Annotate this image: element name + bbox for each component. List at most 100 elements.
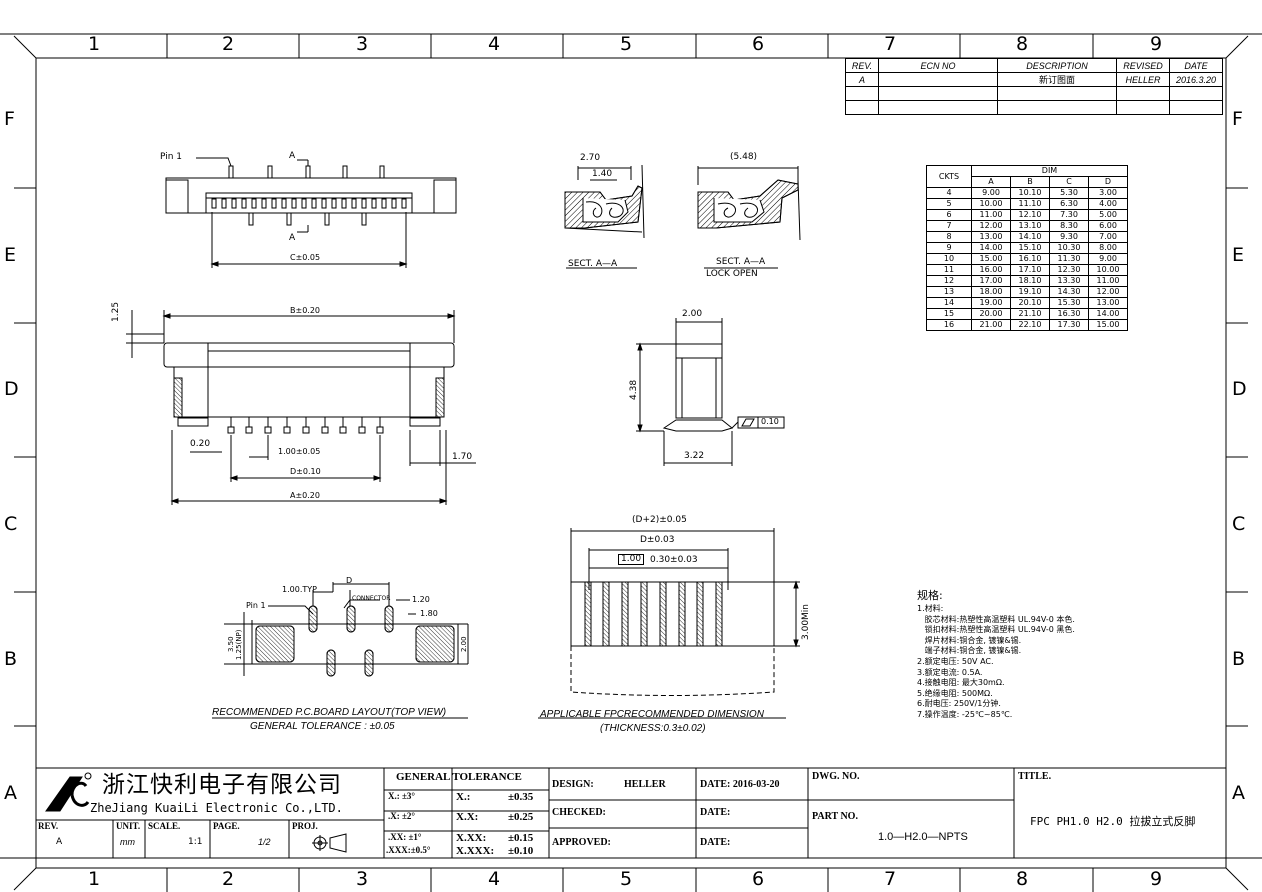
dim-value-cell: 16.30 xyxy=(1049,308,1089,320)
zone-col-top-9: 9 xyxy=(1150,33,1163,55)
dim-value-cell: 7.30 xyxy=(1049,209,1089,221)
dim-value-cell: 13.30 xyxy=(1049,275,1089,287)
dim-value-cell: 11.30 xyxy=(1049,253,1089,265)
spec-line: 胶芯材料:热塑性高温塑料 UL.94V-0 本色. xyxy=(917,614,1075,624)
dim-header-ckts: CKTS xyxy=(926,165,972,188)
section-open-label: SECT. A—A xyxy=(716,257,766,267)
dim-ckts-cell: 7 xyxy=(926,220,972,232)
zone-col-top-4: 4 xyxy=(488,33,501,55)
scale-value: 1:1 xyxy=(188,837,203,847)
tol-x-2: X.X: xyxy=(456,811,479,823)
dim-value-cell: 14.00 xyxy=(971,242,1011,254)
pcb-pitch-label: 1.00.TYP xyxy=(282,585,317,594)
dim-value-cell: 9.00 xyxy=(971,187,1011,199)
tol-x-4: X.XXX: xyxy=(456,845,495,857)
dim-value-cell: 10.00 xyxy=(971,198,1011,210)
dim-ckts-cell: 4 xyxy=(926,187,972,199)
dim-value-cell: 9.00 xyxy=(1088,253,1128,265)
dim-value-cell: 13.10 xyxy=(1010,220,1050,232)
dim-header-dim: DIM xyxy=(971,165,1128,177)
zone-row-right-d: D xyxy=(1232,378,1247,400)
dim-value-cell: 18.10 xyxy=(1010,275,1050,287)
section-inner-dim: 1.40 xyxy=(592,169,613,179)
zone-row-right-f: F xyxy=(1232,108,1243,130)
dim-value-cell: 8.30 xyxy=(1049,220,1089,232)
zone-row-right-c: C xyxy=(1232,513,1246,535)
dim-ckts-cell: 9 xyxy=(926,242,972,254)
side-width-dim: 2.00 xyxy=(682,309,703,319)
dim-value-cell: 4.00 xyxy=(1088,198,1128,210)
tol-v-2: ±0.25 xyxy=(508,811,534,823)
proj-label: PROJ. xyxy=(292,821,318,831)
company-logo xyxy=(45,772,92,812)
company-name-cn: 浙江快利电子有限公司 xyxy=(102,772,342,798)
approved-label: APPROVED: xyxy=(552,837,611,848)
fpc-pitch-dim: 1.00 xyxy=(618,554,645,565)
zone-row-left-b: B xyxy=(4,648,18,670)
section-width-dim: 2.70 xyxy=(580,153,601,163)
dim-ckts-cell: 15 xyxy=(926,308,972,320)
pcb-layout xyxy=(212,582,469,719)
general-tolerance-heading: GENERAL TOLERANCE xyxy=(396,771,522,783)
front-pitch-dim: 1.00±0.05 xyxy=(278,447,321,456)
dim-value-cell: 13.00 xyxy=(971,231,1011,243)
fpc-d2-dim: (D+2)±0.05 xyxy=(632,515,687,525)
dim-value-cell: 12.10 xyxy=(1010,209,1050,221)
dim-value-cell: 12.00 xyxy=(971,220,1011,232)
pcb-h2-label: 1.25(NP) xyxy=(235,629,243,660)
zone-col-bot-2: 2 xyxy=(222,868,235,890)
dim-ckts-cell: 10 xyxy=(926,253,972,265)
dim-value-cell: 11.10 xyxy=(1010,198,1050,210)
pcb-title: RECOMMENDED P.C.BOARD LAYOUT(TOP VIEW) xyxy=(212,707,447,718)
unit-value: mm xyxy=(120,837,135,847)
spec-heading: 规格: xyxy=(917,589,943,602)
rev-cell: A xyxy=(845,72,879,87)
front-b-dim: B±0.20 xyxy=(290,306,321,315)
tol-x-1: X.: xyxy=(456,791,471,803)
spec-notes: 规格: 1.材料: 胶芯材料:热塑性高温塑料 UL.94V-0 本色. 锁扣材料… xyxy=(917,588,1075,721)
rev-header-description: DESCRIPTION xyxy=(997,58,1117,73)
tol-angle-2: .X: ±2° xyxy=(388,811,416,821)
top-pin1-label: Pin 1 xyxy=(160,152,183,162)
zone-row-left-c: C xyxy=(4,513,18,535)
fpc-d-dim: D±0.03 xyxy=(640,535,675,545)
zone-col-bot-6: 6 xyxy=(752,868,765,890)
rev-header-date: DATE xyxy=(1169,58,1223,73)
dim-col-c: C xyxy=(1049,176,1089,188)
front-view xyxy=(126,310,476,505)
dim-col-b: B xyxy=(1010,176,1050,188)
side-flatness: 0.10 xyxy=(761,417,779,426)
scale-label: SCALE. xyxy=(148,821,181,831)
dim-value-cell: 22.10 xyxy=(1010,319,1050,331)
dim-value-cell: 17.10 xyxy=(1010,264,1050,276)
dim-ckts-cell: 11 xyxy=(926,264,972,276)
front-height-dim: 1.25 xyxy=(111,301,121,322)
dim-ckts-cell: 16 xyxy=(926,319,972,331)
zone-col-bot-4: 4 xyxy=(488,868,501,890)
dim-value-cell: 8.00 xyxy=(1088,242,1128,254)
fpc-width-dim: 0.30±0.03 xyxy=(650,555,698,565)
side-view xyxy=(636,318,785,466)
zone-col-top-3: 3 xyxy=(356,33,369,55)
dim-value-cell: 9.30 xyxy=(1049,231,1089,243)
fpc-title: APPLICABLE FPCRECOMMENDED DIMENSION xyxy=(540,709,764,720)
tol-v-1: ±0.35 xyxy=(508,791,534,803)
approved-date: DATE: xyxy=(700,837,731,848)
dim-value-cell: 12.30 xyxy=(1049,264,1089,276)
dim-value-cell: 19.00 xyxy=(971,297,1011,309)
front-foot-dim: 1.70 xyxy=(452,452,473,462)
spec-line: 6.耐电压: 250V/1分钟. xyxy=(917,699,1001,709)
rev-cell xyxy=(878,72,998,87)
rev-row xyxy=(845,100,1223,115)
fpc-length-dim: 3.00Min xyxy=(801,603,811,640)
dim-ckts-cell: 12 xyxy=(926,275,972,287)
tol-angle-3: .XX: ±1° xyxy=(388,832,422,842)
